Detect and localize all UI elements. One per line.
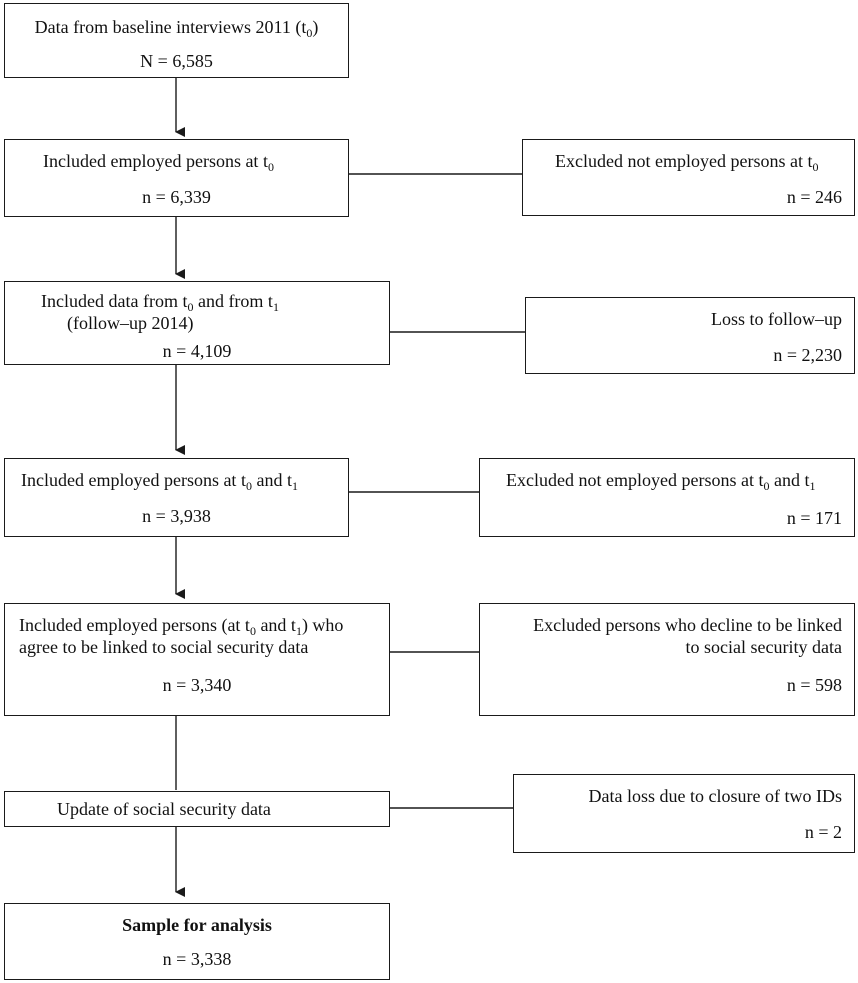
employed-t0-count: n = 6,339	[142, 187, 211, 207]
update-label: Update of social security data	[57, 799, 271, 819]
linked-box: Included employed persons (at t0 and t1)…	[4, 603, 390, 716]
data-t0-t1-label-line1: Included data from t0 and from t1	[41, 290, 279, 314]
excluded-not-employed-t0-t1-box: Excluded not employed persons at t0 and …	[479, 458, 855, 537]
employed-t0-t1-sub1: 1	[291, 479, 298, 493]
linked-label-line2: agree to be linked to social security da…	[19, 637, 309, 657]
baseline-label-sub: 0	[306, 26, 313, 40]
excluded-t0-t1-text-b: and t	[769, 470, 810, 490]
linked-label-line1: Included employed persons (at t0 and t1)…	[19, 614, 343, 638]
employed-t0-label-text: Included employed persons at t	[43, 151, 268, 171]
data-t0-t1-box: Included data from t0 and from t1 (follo…	[4, 281, 390, 365]
excluded-t0-t1-sub0: 0	[763, 479, 770, 493]
employed-t0-t1-text-a: Included employed persons at t	[21, 470, 246, 490]
excluded-t0-t1-sub1: 1	[809, 479, 816, 493]
employed-t0-label-sub: 0	[267, 160, 274, 174]
data-t0-t1-text-b: and from t	[193, 291, 273, 311]
excluded-not-employed-t0-label-sub: 0	[812, 160, 819, 174]
declined-label-line2: to social security data	[685, 637, 842, 657]
baseline-count: N = 6,585	[140, 51, 213, 71]
employed-t0-t1-text-b: and t	[251, 470, 292, 490]
data-t0-t1-sub0: 0	[187, 300, 194, 314]
excluded-not-employed-t0-t1-label: Excluded not employed persons at t0 and …	[506, 469, 815, 493]
loss-followup-box: Loss to follow–up n = 2,230	[525, 297, 855, 374]
baseline-box: Data from baseline interviews 2011 (t0) …	[4, 3, 349, 78]
linked-text-b: and t	[255, 615, 296, 635]
excluded-not-employed-t0-t1-count: n = 171	[786, 508, 842, 528]
excluded-not-employed-t0-label: Excluded not employed persons at t0	[555, 150, 818, 174]
data-loss-label: Data loss due to closure of two IDs	[588, 786, 842, 806]
loss-followup-count: n = 2,230	[773, 345, 842, 365]
linked-sub1: 1	[295, 624, 302, 638]
excluded-not-employed-t0-box: Excluded not employed persons at t0 n = …	[522, 139, 855, 216]
excluded-t0-t1-text-a: Excluded not employed persons at t	[506, 470, 764, 490]
employed-t0-label: Included employed persons at t0	[43, 150, 274, 174]
baseline-label-end: )	[312, 17, 319, 37]
declined-label-line1: Excluded persons who decline to be linke…	[533, 615, 842, 635]
employed-t0-t1-label: Included employed persons at t0 and t1	[21, 469, 298, 493]
sample-count: n = 3,338	[162, 949, 232, 969]
linked-text-c: ) who	[301, 615, 344, 635]
loss-followup-label: Loss to follow–up	[710, 309, 842, 329]
data-t0-t1-label-line2: (follow–up 2014)	[67, 313, 194, 333]
data-t0-t1-sub1: 1	[272, 300, 279, 314]
data-loss-count: n = 2	[804, 822, 842, 842]
declined-box: Excluded persons who decline to be linke…	[479, 603, 855, 716]
data-t0-t1-text-a: Included data from t	[41, 291, 188, 311]
employed-t0-t1-sub0: 0	[245, 479, 252, 493]
sample-box: Sample for analysis n = 3,338	[4, 903, 390, 980]
excluded-not-employed-t0-count: n = 246	[786, 187, 842, 207]
baseline-label-text: Data from baseline interviews 2011 (t	[34, 17, 307, 37]
data-t0-t1-count: n = 4,109	[162, 341, 232, 361]
linked-text-a: Included employed persons (at t	[19, 615, 250, 635]
data-loss-box: Data loss due to closure of two IDs n = …	[513, 774, 855, 853]
update-box: Update of social security data	[4, 791, 390, 827]
linked-sub0: 0	[249, 624, 256, 638]
excluded-not-employed-t0-label-text: Excluded not employed persons at t	[555, 151, 813, 171]
employed-t0-t1-box: Included employed persons at t0 and t1 n…	[4, 458, 349, 537]
linked-count: n = 3,340	[162, 675, 232, 695]
employed-t0-t1-count: n = 3,938	[142, 506, 211, 526]
employed-t0-box: Included employed persons at t0 n = 6,33…	[4, 139, 349, 217]
declined-count: n = 598	[786, 675, 842, 695]
baseline-label: Data from baseline interviews 2011 (t0)	[5, 16, 348, 40]
sample-label: Sample for analysis	[122, 915, 272, 935]
